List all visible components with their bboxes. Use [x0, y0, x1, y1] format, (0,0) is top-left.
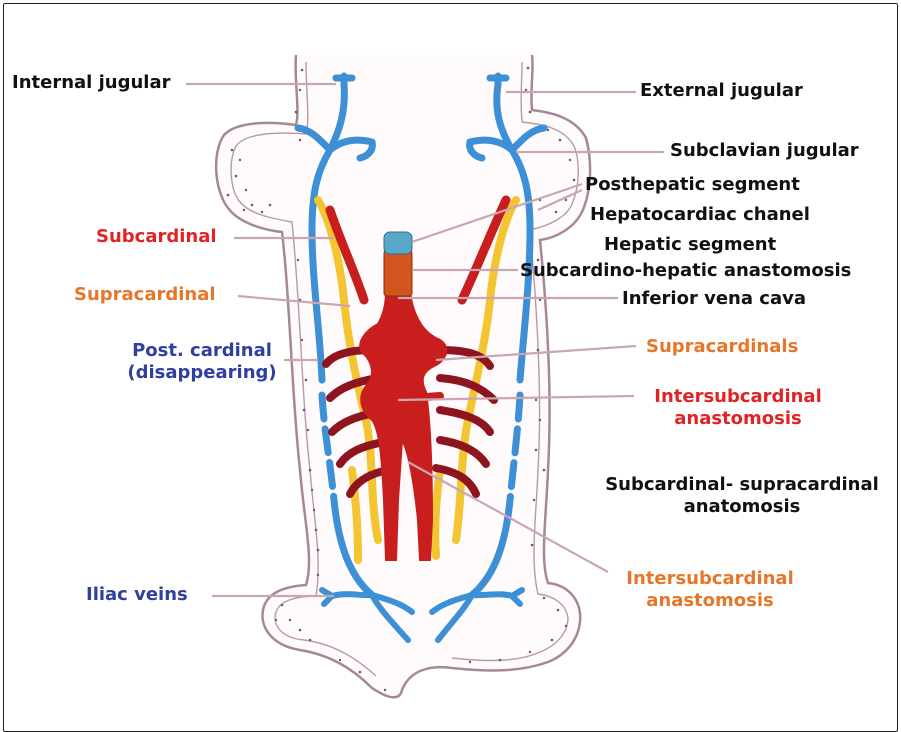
intersubcardinal-lower-line-1: Intersubcardinal	[612, 568, 808, 590]
hepatocardiac-chanel-label: Hepatocardiac chanel	[590, 204, 810, 226]
subcardinal-supracardinal-label: Subcardinal- supracardinal anatomosis	[596, 474, 888, 518]
intersubcardinal-line-1: Intersubcardinal	[640, 386, 836, 408]
subcardinal-label: Subcardinal	[96, 226, 217, 248]
post-cardinal-label: Post. cardinal (disappearing)	[122, 340, 282, 384]
external-jugular-label: External jugular	[640, 80, 803, 102]
subsupra-line-2: anatomosis	[596, 496, 888, 518]
supracardinals-label: Supracardinals	[646, 336, 798, 358]
inferior-vena-cava-label: Inferior vena cava	[622, 288, 806, 310]
intersubcardinal-line-2: anastomosis	[640, 408, 836, 430]
subclavian-jugular-label: Subclavian jugular	[670, 140, 859, 162]
subcardino-hepatic-label: Subcardino-hepatic anastomosis	[520, 260, 851, 282]
post-cardinal-line-1: Post. cardinal	[122, 340, 282, 362]
subsupra-line-1: Subcardinal- supracardinal	[596, 474, 888, 496]
iliac-veins-label: Iliac veins	[86, 584, 188, 606]
posthepatic-cap-shape	[384, 232, 412, 254]
intersubcardinal-anastomosis-label: Intersubcardinal anastomosis	[640, 386, 836, 430]
internal-jugular-label: Internal jugular	[12, 72, 170, 94]
post-cardinal-line-2: (disappearing)	[122, 362, 282, 384]
posthepatic-segment-label: Posthepatic segment	[585, 174, 800, 196]
hepatic-segment-label: Hepatic segment	[604, 234, 776, 256]
intersubcardinal-anastomosis-lower-label: Intersubcardinal anastomosis	[612, 568, 808, 612]
supracardinal-label: Supracardinal	[74, 284, 216, 306]
intersubcardinal-lower-line-2: anastomosis	[612, 590, 808, 612]
hepatic-segment-shape	[384, 250, 412, 296]
